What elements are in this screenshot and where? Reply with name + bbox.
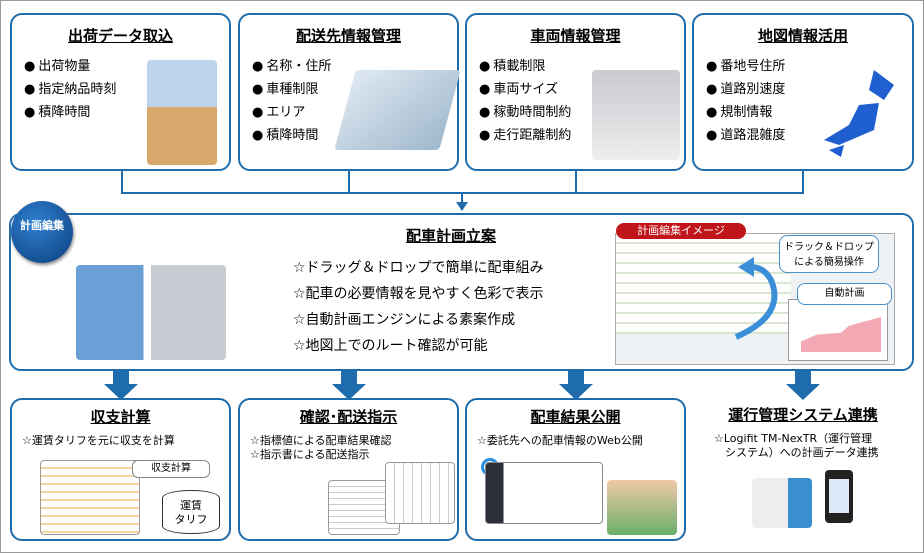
box-desc: システム）への計画データ連携 xyxy=(714,446,879,459)
box-vehicle-info: 車両情報管理 積載制限車両サイズ稼動時間制約走行距離制約 xyxy=(465,13,686,171)
callout-profit: 収支計算 xyxy=(132,460,210,478)
list-item: 積降時間 xyxy=(24,101,116,124)
truck-cargo-illustration xyxy=(592,70,680,160)
plan-item: ☆配車の必要情報を見やすく色彩で表示 xyxy=(293,286,544,302)
box-title: 配車結果公開 xyxy=(530,408,621,426)
japan-map-icon xyxy=(824,70,894,157)
web-screen-thumbnail xyxy=(485,462,603,524)
list-item: 車両サイズ xyxy=(479,78,571,101)
tariff-database-icon: 運賃 タリフ xyxy=(162,490,220,534)
box-desc: ☆委託先への配車情報のWeb公開 xyxy=(477,434,643,447)
box-title: 車両情報管理 xyxy=(530,27,621,45)
plan-title: 配車計画立案 xyxy=(406,227,497,245)
box-desc: ☆Logifit TM-NexTR（運行管理 xyxy=(714,432,873,445)
plan-item: ☆ドラッグ＆ドロップで簡単に配車組み xyxy=(293,260,544,276)
down-arrow-icon xyxy=(104,371,138,401)
box-desc: ☆指標値による配車結果確認 xyxy=(250,434,392,447)
list-item: 稼動時間制約 xyxy=(479,101,571,124)
box-destination-info: 配送先情報管理 名称・住所車種制限エリア積降時間 xyxy=(238,13,461,171)
box-title: 運行管理システム連携 xyxy=(728,406,878,424)
list-item: 走行距離制約 xyxy=(479,124,571,147)
box-title: 地図情報活用 xyxy=(757,27,848,45)
worker-cart-illustration xyxy=(147,60,217,165)
box-ops-integration: 運行管理システム連携 ☆Logifit TM-NexTR（運行管理 システム）へ… xyxy=(692,398,914,541)
box-title: 出荷データ取込 xyxy=(67,27,173,45)
callout-drag-drop: ドラック＆ドロップ による簡易操作 xyxy=(779,235,879,273)
list-item: 道路混雑度 xyxy=(706,124,785,147)
person-at-pc-illustration xyxy=(607,480,677,535)
report-thumbnail xyxy=(385,462,455,524)
plan-item: ☆自動計画エンジンによる素案作成 xyxy=(293,312,516,328)
list-item: 出荷物量 xyxy=(24,55,116,78)
list-item: 積降時間 xyxy=(252,124,331,147)
list-item: 積載制限 xyxy=(479,55,571,78)
down-arrow-icon xyxy=(559,371,593,401)
box-result-publish: 配車結果公開 ☆委託先への配車情報のWeb公開 xyxy=(465,398,686,541)
list-item: 規制情報 xyxy=(706,101,785,124)
box-confirm-instruct: 確認･配送指示 ☆指標値による配車結果確認 ☆指示書による配送指示 xyxy=(238,398,459,541)
down-arrow-icon xyxy=(786,371,820,401)
curved-arrow-icon xyxy=(734,257,778,340)
box-title: 確認･配送指示 xyxy=(299,408,398,426)
plan-edit-badge: 計画編集 xyxy=(11,201,73,263)
list-item: 名称・住所 xyxy=(252,55,331,78)
box-title: 収支計算 xyxy=(90,408,151,426)
warehouse-illustration xyxy=(334,70,461,150)
box-profit-calc: 収支計算 ☆運賃タリフを元に収支を計算 収支計算 運賃 タリフ xyxy=(10,398,231,541)
plan-box: 配車計画立案 ☆ドラッグ＆ドロップで簡単に配車組み ☆配車の必要情報を見やすく色… xyxy=(9,213,914,371)
callout-auto-plan: 自動計画 xyxy=(797,283,892,305)
box-desc: ☆運賃タリフを元に収支を計算 xyxy=(22,434,175,447)
down-arrow-icon xyxy=(332,371,366,401)
box-title: 配送先情報管理 xyxy=(295,27,401,45)
list-item: 指定納品時刻 xyxy=(24,78,116,101)
list-item: エリア xyxy=(252,101,331,124)
box-map-info: 地図情報活用 番地号住所道路別速度規制情報道路混雑度 xyxy=(692,13,914,171)
box-shipping-import: 出荷データ取込 出荷物量指定納品時刻積降時間 xyxy=(10,13,231,171)
list-item: 番地号住所 xyxy=(706,55,785,78)
image-label-badge: 計画編集イメージ xyxy=(616,223,746,239)
box-desc: ☆指示書による配送指示 xyxy=(250,448,370,461)
smartphone-icon xyxy=(825,470,853,523)
operator-at-pc-illustration xyxy=(76,265,226,360)
list-item: 道路別速度 xyxy=(706,78,785,101)
list-item: 車種制限 xyxy=(252,78,331,101)
truck-illustration xyxy=(752,478,812,528)
screen-thumbnail xyxy=(40,460,140,535)
plan-item: ☆地図上でのルート確認が可能 xyxy=(293,338,488,354)
